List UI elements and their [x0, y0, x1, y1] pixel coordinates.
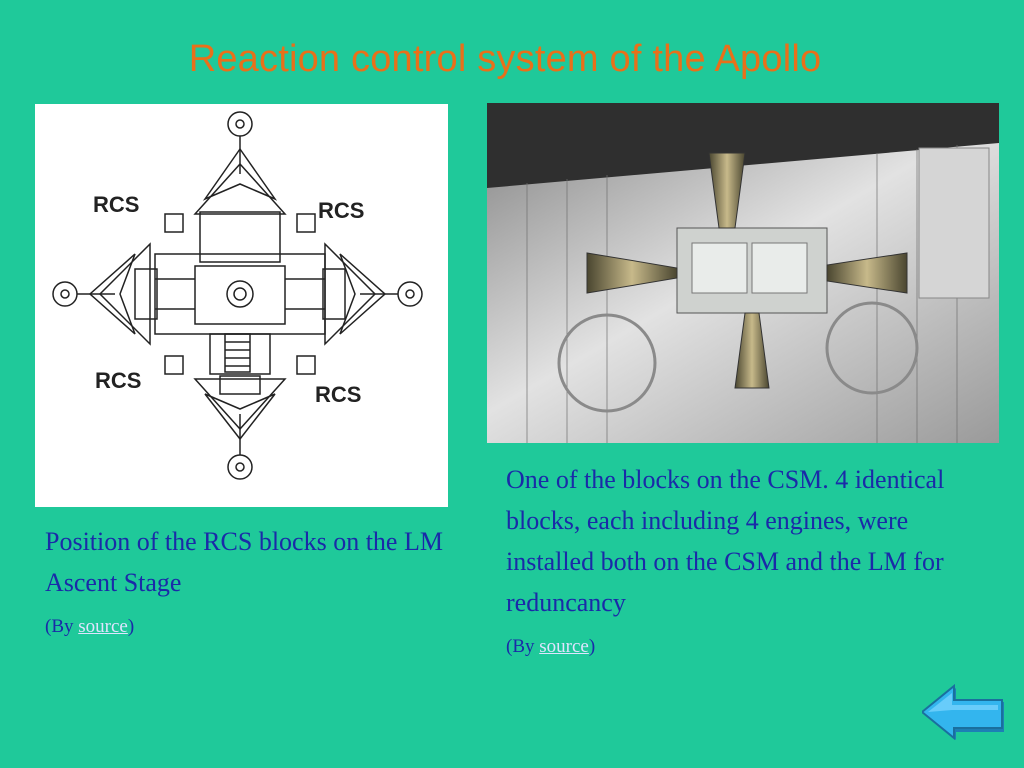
csm-rcs-block-drawing	[487, 103, 999, 443]
back-button[interactable]	[920, 683, 1008, 744]
right-caption: One of the blocks on the CSM. 4 identica…	[506, 459, 996, 664]
right-credit-prefix: (By	[506, 636, 540, 657]
left-caption: Position of the RCS blocks on the LM Asc…	[45, 521, 445, 644]
lm-diagram-image: RCS RCS RCS RCS	[35, 104, 448, 507]
left-caption-text: Position of the RCS blocks on the LM Asc…	[45, 527, 443, 597]
left-source-link[interactable]: source	[78, 616, 128, 637]
left-credit-prefix: (By	[45, 616, 79, 637]
rcs-label-bottom-right: RCS	[315, 382, 361, 407]
page-title: Reaction control system of the Apollo	[188, 38, 822, 80]
back-arrow-icon	[920, 683, 1004, 741]
rcs-label-top-right: RCS	[318, 198, 364, 223]
left-credit: (By source)	[45, 616, 134, 637]
csm-rcs-block-photo	[487, 103, 999, 443]
right-credit-suffix: )	[588, 636, 596, 657]
rcs-label-top-left: RCS	[93, 192, 139, 217]
rcs-label-bottom-left: RCS	[95, 368, 141, 393]
right-credit: (By source)	[506, 636, 595, 657]
right-caption-text: One of the blocks on the CSM. 4 identica…	[506, 465, 945, 617]
lm-diagram-drawing: RCS RCS RCS RCS	[52, 111, 423, 480]
left-credit-suffix: )	[127, 616, 135, 637]
right-source-link[interactable]: source	[539, 636, 589, 657]
